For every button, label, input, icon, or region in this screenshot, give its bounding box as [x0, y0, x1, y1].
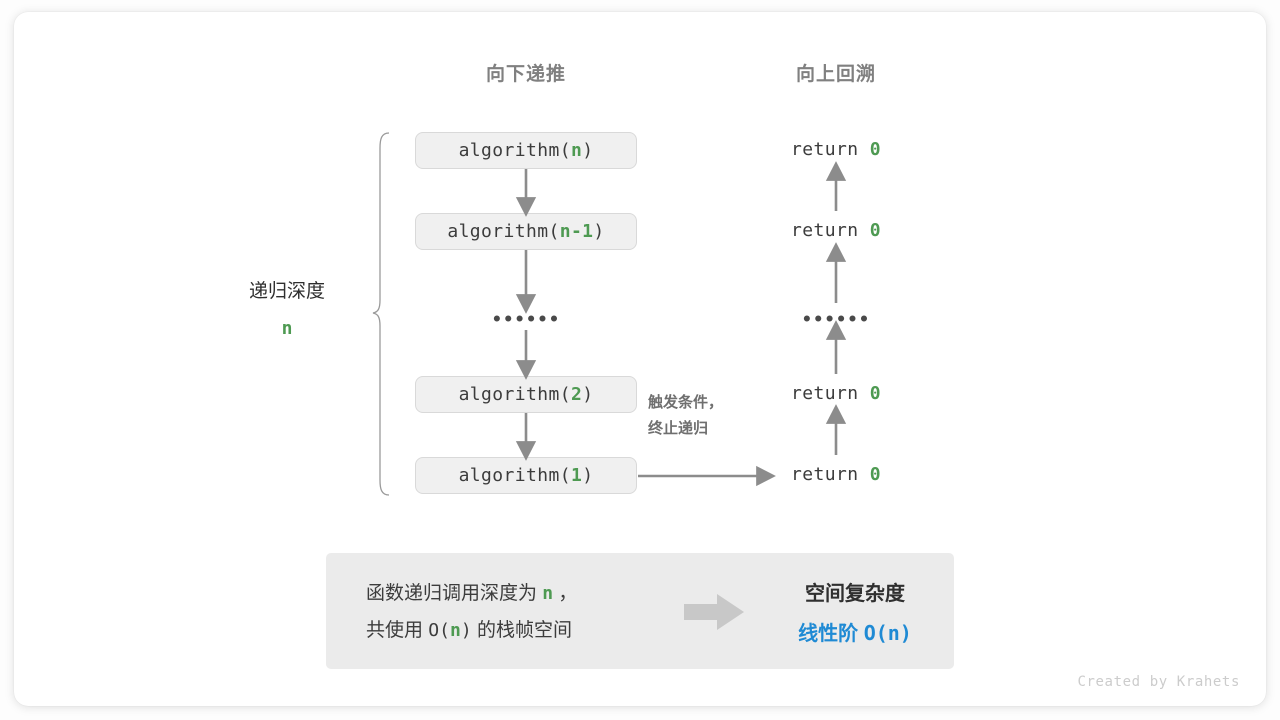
call-box-suffix: ) — [582, 140, 594, 161]
call-box-2: algorithm(2) — [415, 376, 637, 413]
complexity-label: 线性阶 — [798, 623, 859, 645]
call-box-arg: 1 — [570, 465, 583, 486]
return-value: 0 — [869, 383, 881, 404]
call-box-n-minus-1: algorithm(n-1) — [415, 213, 637, 250]
summary-line2-text-a: 共使用 — [366, 620, 424, 642]
summary-conclusion: 空间复杂度 线性阶 O(n) — [766, 575, 944, 654]
summary-line-1: 函数递归调用深度为 n ， — [366, 575, 577, 612]
summary-line1-text-a: 函数递归调用深度为 — [366, 583, 538, 604]
return-keyword: return — [791, 220, 859, 241]
call-box-n: algorithm(n) — [415, 132, 637, 169]
termination-note-line1: 触发条件， — [648, 394, 724, 411]
call-box-arg: n — [570, 140, 583, 161]
return-value: 0 — [869, 464, 881, 485]
column-header-recurse-down: 向下递推 — [485, 64, 566, 85]
call-box-suffix: ) — [582, 465, 594, 486]
recursion-depth-label: 递归深度 — [248, 281, 325, 302]
return-label-3: return 0 — [716, 383, 956, 404]
summary-line1-text-b: ， — [558, 583, 578, 604]
call-box-prefix: algorithm( — [458, 384, 571, 405]
summary-bigo-close: ) — [460, 620, 472, 642]
ellipsis-left: •••••• — [491, 310, 561, 330]
call-box-arg: n-1 — [559, 221, 594, 242]
return-keyword: return — [791, 139, 859, 160]
call-box-prefix: algorithm( — [458, 140, 571, 161]
termination-note: 触发条件， 终止递归 — [648, 390, 768, 443]
summary-complexity: 线性阶 O(n) — [766, 614, 944, 654]
return-label-4: return 0 — [716, 464, 956, 485]
summary-line1-n: n — [542, 583, 554, 604]
return-keyword: return — [791, 383, 859, 404]
call-box-suffix: ) — [593, 221, 605, 242]
return-keyword: return — [791, 464, 859, 485]
summary-line2-text-b: 的栈帧空间 — [476, 620, 572, 642]
summary-description: 函数递归调用深度为 n ， 共使用 O(n) 的栈帧空间 — [366, 575, 577, 649]
implies-arrow-icon — [684, 594, 744, 630]
call-box-prefix: algorithm( — [458, 465, 571, 486]
summary-title: 空间复杂度 — [805, 583, 905, 605]
call-box-suffix: ) — [582, 384, 594, 405]
summary-bigo-open: O( — [428, 620, 450, 642]
credit-text: Created by Krahets — [1077, 674, 1240, 690]
complexity-value: O(n) — [863, 621, 912, 645]
return-value: 0 — [869, 139, 881, 160]
return-label-1: return 0 — [716, 139, 956, 160]
return-label-2: return 0 — [716, 220, 956, 241]
ellipsis-right: •••••• — [801, 310, 871, 330]
return-value: 0 — [869, 220, 881, 241]
termination-note-line2: 终止递归 — [648, 420, 709, 438]
call-box-arg: 2 — [570, 384, 583, 405]
summary-panel: 函数递归调用深度为 n ， 共使用 O(n) 的栈帧空间 空间复杂度 线性阶 O… — [326, 553, 954, 669]
call-box-prefix: algorithm( — [447, 221, 560, 242]
column-header-return-up: 向上回溯 — [795, 64, 876, 85]
recursion-depth-value: n — [281, 318, 293, 339]
call-box-1: algorithm(1) — [415, 457, 637, 494]
summary-line-2: 共使用 O(n) 的栈帧空间 — [366, 612, 577, 649]
summary-line2-n: n — [449, 620, 461, 642]
